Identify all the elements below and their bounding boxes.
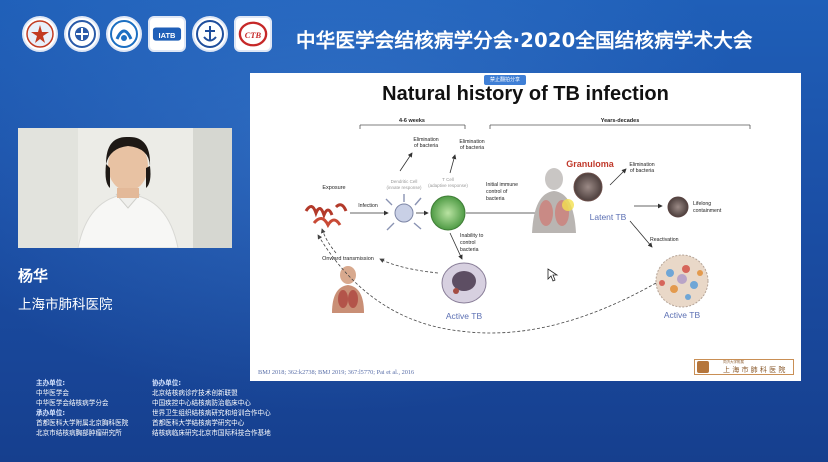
slide-tag: 禁止翻拍分享 xyxy=(484,75,526,85)
footer-heading: 主办单位: xyxy=(36,379,66,387)
hospital-logo-sub: 同济大学附属 xyxy=(723,360,744,364)
footer-line: 北京市结核病胸部肿瘤研究所 xyxy=(36,429,122,437)
sponsor-logos: IATB CTB xyxy=(22,16,272,52)
exposure-label: Exposure xyxy=(322,185,345,191)
dendritic-cell-icon xyxy=(385,194,422,231)
active-granuloma-icon xyxy=(655,254,709,308)
footer-line: 世界卫生组织结核病研究和培训合作中心 xyxy=(152,409,271,417)
inability-label-1: Inability to xyxy=(460,233,483,239)
dendritic-label-1: Dendritic Cell xyxy=(391,179,418,184)
bacteria-cluster-icon xyxy=(304,203,348,229)
footer-col-coorganizers: 协办单位: 北京结核病诊疗技术创新联盟 中国疾控中心结核病防治临床中心 世界卫生… xyxy=(152,378,271,438)
mouse-cursor-icon xyxy=(547,268,559,282)
tb-history-diagram: 4-6 weeks Years-decades Exposure Infecti… xyxy=(304,118,751,334)
initial-label-1: Initial immune xyxy=(486,182,518,188)
slide-title: Natural history of TB infection xyxy=(382,83,669,105)
tcell-label-2: (adaptive response) xyxy=(428,183,468,188)
onward-label: Onward transmission xyxy=(322,256,374,262)
speaker-organization: 上海市肺科医院 xyxy=(18,297,113,313)
ctb-logo: CTB xyxy=(234,16,272,52)
ctb-logo-text: CTB xyxy=(245,30,262,40)
conference-header: IATB CTB 中华医学会结核病学分会·2020全国结核病学术大会 xyxy=(0,0,828,60)
footer-line: 中华医学会结核病学分会 xyxy=(36,399,109,407)
footer-col-organizers: 主办单位: 中华医学会 中华医学会结核病学分会 承办单位: 首都医科大学附属北京… xyxy=(36,378,128,438)
infection-label: Infection xyxy=(358,203,378,209)
sponsors-footer: 主办单位: 中华医学会 中华医学会结核病学分会 承办单位: 首都医科大学附属北京… xyxy=(0,372,828,462)
slide-citation: BMJ 2018; 362:k2738; BMJ 2019; 367:l5770… xyxy=(258,369,415,376)
elim2-label-2: of bacteria xyxy=(460,145,484,151)
footer-line: 结核病临床研究北京市国际科技合作基地 xyxy=(152,429,271,437)
footer-line: 中国疾控中心结核病防治临床中心 xyxy=(152,399,251,407)
footer-line: 首都医科大学结核病学研究中心 xyxy=(152,419,245,427)
iatb-logo: IATB xyxy=(148,16,186,52)
footer-heading: 承办单位: xyxy=(36,409,66,417)
transmission-loop-arrow xyxy=(317,234,657,334)
inability-label-3: bacteria xyxy=(460,247,479,253)
iatb-logo-text: IATB xyxy=(159,31,177,40)
tb-branch-logo xyxy=(64,16,100,52)
granuloma-icon xyxy=(573,172,603,202)
torso-lungs-icon xyxy=(532,168,576,233)
lifelong-label-2: containment xyxy=(693,208,722,214)
dendritic-label-2: (innate response) xyxy=(386,185,422,190)
footer-line: 中华医学会 xyxy=(36,389,69,397)
speaker-video xyxy=(18,128,232,248)
anchor-logo xyxy=(192,16,228,52)
inability-label-2: control xyxy=(460,240,476,246)
elim3-label-2: of bacteria xyxy=(630,168,654,174)
speaker-name: 杨华 xyxy=(18,267,49,285)
years-label: Years-decades xyxy=(601,118,640,124)
elim1-label-1: Elimination xyxy=(413,137,438,143)
hospital-logo: 同济大学附属 上 海 市 肺 科 医 院 xyxy=(694,359,794,375)
elim1-label-2: of bacteria xyxy=(414,143,438,149)
cdc-logo xyxy=(106,16,142,52)
weeks-label: 4-6 weeks xyxy=(399,118,425,124)
conference-title: 中华医学会结核病学分会·2020全国结核病学术大会 xyxy=(296,29,753,52)
t-cell-icon xyxy=(430,195,466,231)
active-lesion-icon xyxy=(441,262,487,304)
containment-icon xyxy=(667,196,689,218)
tcell-label-1: T Cell xyxy=(442,177,454,182)
lifelong-label-1: Lifelong xyxy=(693,201,711,207)
elim3-label-1: Elimination xyxy=(629,162,654,168)
footer-line: 首都医科大学附属北京胸科医院 xyxy=(36,419,129,427)
granuloma-label: Granuloma xyxy=(566,159,615,169)
hospital-emblem-icon xyxy=(697,361,709,373)
initial-label-3: bacteria xyxy=(486,196,505,202)
initial-label-2: control of xyxy=(486,189,508,195)
speaker-figure xyxy=(18,128,232,248)
elim2-label-1: Elimination xyxy=(459,139,484,145)
latent-tb-label: Latent TB xyxy=(590,212,627,222)
active-tb-label-2: Active TB xyxy=(664,310,701,320)
cma-logo xyxy=(22,16,58,52)
footer-heading: 协办单位: xyxy=(152,379,182,387)
hospital-logo-name: 上 海 市 肺 科 医 院 xyxy=(723,366,786,374)
active-tb-label-1: Active TB xyxy=(446,311,483,321)
reactivation-label: Reactivation xyxy=(650,237,679,243)
coughing-person-icon xyxy=(332,266,364,313)
footer-line: 北京结核病诊疗技术创新联盟 xyxy=(152,389,238,397)
presentation-slide: 禁止翻拍分享 Natural history of TB infection 4… xyxy=(250,73,801,381)
